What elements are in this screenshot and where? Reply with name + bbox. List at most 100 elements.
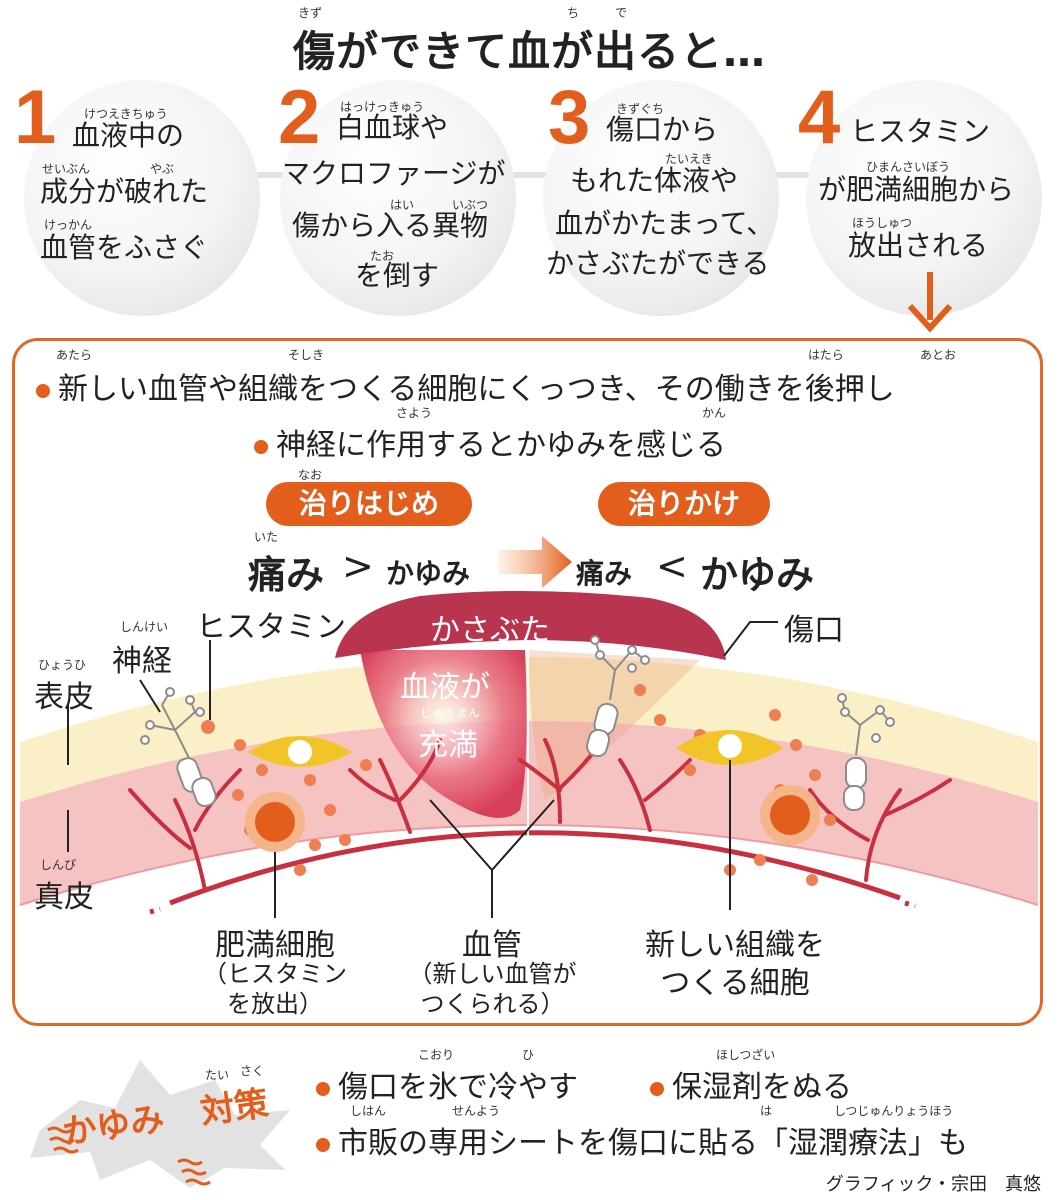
step-4-ruby-1: ひまんさいぼう — [866, 160, 951, 174]
bullet-1-text: 新しい血管や組織をつくる細胞にくっつき、その働きを後押し — [58, 372, 895, 407]
step-2-ruby-2: はい — [390, 198, 415, 212]
phase-early-pill: 治りはじめ — [266, 482, 472, 526]
dermis-label: 真皮 — [34, 880, 94, 915]
step-4-ruby-2: ほうしゅつ — [852, 216, 913, 230]
step-3-line-4: かさぶたができる — [546, 247, 770, 280]
late-itch: かゆみ — [700, 553, 815, 597]
phase-early-ruby: なお — [298, 468, 323, 482]
scab-label: かさぶた — [430, 613, 550, 648]
measure-1-ruby-2: ひ — [522, 1048, 535, 1062]
step-2-ruby-4: たお — [370, 249, 395, 263]
early-pain: 痛み — [248, 553, 325, 597]
step-1-circle — [24, 80, 260, 316]
vessel-label: 血管 — [462, 928, 522, 963]
badge-ruby-2: さく — [240, 1064, 265, 1078]
steps-connector — [200, 172, 860, 178]
step-2-line-3: 傷から入る異物 — [292, 209, 489, 242]
vessel-paren-2: つくられる — [420, 990, 541, 1018]
dermis-ruby: しんぴ — [40, 858, 77, 872]
vessel-sub-2: つくられる） — [420, 990, 565, 1018]
bullet-dot-icon — [316, 1081, 330, 1096]
bullet-dot-icon — [650, 1081, 664, 1096]
bullet-1-ruby-1: あたら — [56, 348, 93, 362]
deep-blood-vessel — [169, 830, 901, 906]
mast-cell-right — [760, 785, 820, 845]
mast-cell-left — [245, 792, 305, 852]
measure-1: 傷口を氷で冷やす — [316, 1062, 578, 1106]
mast-cell-paren-1: ヒスタミン — [227, 960, 347, 988]
page-title: 傷ができて血が出ると… — [292, 27, 766, 76]
blood-label-1: 血液が — [400, 670, 490, 705]
bullet-1-ruby-3: はたら — [808, 348, 844, 362]
histamine-label: ヒスタミン — [196, 610, 346, 645]
step-3-ruby-2: たいえき — [665, 152, 713, 166]
step-1-line-2: 成分が破れた — [40, 175, 209, 208]
measure-2-text: 保湿剤をぬる — [672, 1070, 852, 1105]
bullet-2-ruby-2: かん — [702, 406, 727, 420]
step-1-ruby-4: けっかん — [44, 218, 93, 232]
fibroblast-right — [676, 730, 784, 765]
new-tissue-label-1: 新しい組織を — [645, 928, 825, 963]
histamine-marker — [201, 720, 215, 734]
epidermis-label: 表皮 — [34, 680, 94, 715]
measure-3-ruby-4: しつじゅんりょうほう — [834, 1104, 954, 1118]
step-4-line-1: ヒスタミン — [850, 115, 991, 148]
step-3-number: 3 — [548, 75, 591, 160]
progress-arrow-icon — [498, 536, 572, 588]
title-ruby-de: で — [615, 6, 628, 20]
pain-ruby: いた — [254, 530, 279, 544]
fibroblast-left — [248, 736, 352, 767]
bullet-2-text: 神経に作用するとかゆみを感じる — [276, 428, 726, 463]
badge-ruby-1: たい — [205, 1068, 230, 1082]
nerve-left — [140, 687, 217, 808]
measure-2: 保湿剤をぬる — [650, 1062, 852, 1106]
epidermis-layer — [20, 657, 1038, 802]
step-1-ruby-3: やぶ — [150, 162, 175, 176]
step-4-circle — [806, 80, 1042, 316]
step-1-line-1: 血液中の — [72, 119, 185, 152]
bullet-dot-icon — [316, 1137, 330, 1152]
blood-label-2: 充満 — [418, 728, 478, 763]
epidermis-ruby: ひょうひ — [38, 658, 87, 672]
early-op: > — [342, 544, 374, 588]
early-itch: かゆみ — [386, 557, 471, 590]
itch-measures-badge — [30, 1060, 290, 1188]
late-pain: 痛み — [576, 557, 633, 590]
mast-cell-sub-1: （ヒスタミン — [203, 960, 347, 988]
step-3-line-1: 傷口から — [606, 113, 719, 146]
step-3-circle — [543, 80, 779, 316]
mast-cell-sub-2: を放出） — [227, 990, 323, 1018]
step-4-line-2: が肥満細胞から — [818, 173, 1015, 206]
bullet-dot-icon — [36, 383, 50, 398]
credit: グラフィック・宗田 真悠 — [825, 1174, 1041, 1195]
bullet-2: 神経に作用するとかゆみを感じる — [254, 420, 726, 464]
measure-2-ruby-1: ほしつざい — [716, 1048, 776, 1062]
measure-3: 市販の専用シートを傷口に貼る「湿潤療法」も — [316, 1118, 968, 1162]
step-3-line-2: もれた体液や — [570, 164, 739, 197]
step-1-ruby-1: けつえきちゅう — [84, 107, 168, 121]
title-ruby-chi: ち — [567, 6, 580, 20]
step-2-number: 2 — [278, 75, 321, 160]
step-2-line-4: を倒す — [355, 259, 440, 292]
nerve-right-lower — [837, 693, 895, 811]
step-1-line-3: 血管をふさぐ — [40, 231, 209, 264]
step-1-number: 1 — [14, 75, 57, 160]
nerve-ruby: しんけい — [120, 620, 169, 634]
bullet-2-ruby-1: さよう — [396, 406, 433, 420]
step-2-line-2: マクロファージが — [282, 157, 506, 190]
new-tissue-label-2: つくる細胞 — [660, 966, 810, 1001]
down-arrow-icon — [907, 272, 953, 333]
measure-3-ruby-2: せんよう — [452, 1104, 501, 1118]
mast-cell-paren-2: を放出 — [227, 990, 299, 1018]
itch-wavy-icon — [47, 1126, 211, 1186]
measure-3-ruby-3: は — [760, 1104, 773, 1118]
bullet-1-ruby-2: そしき — [288, 348, 325, 362]
step-2-ruby-1: はっけっきゅう — [340, 100, 425, 114]
nerve-right-upper — [585, 635, 650, 758]
nerve-label: 神経 — [112, 644, 172, 679]
title-ruby-kizu: きず — [298, 6, 323, 20]
mast-cell-label: 肥満細胞 — [215, 928, 335, 963]
step-2-circle — [280, 80, 516, 316]
step-2-ruby-3: いぶつ — [452, 198, 489, 212]
bullet-1-ruby-4: あとお — [920, 348, 957, 362]
